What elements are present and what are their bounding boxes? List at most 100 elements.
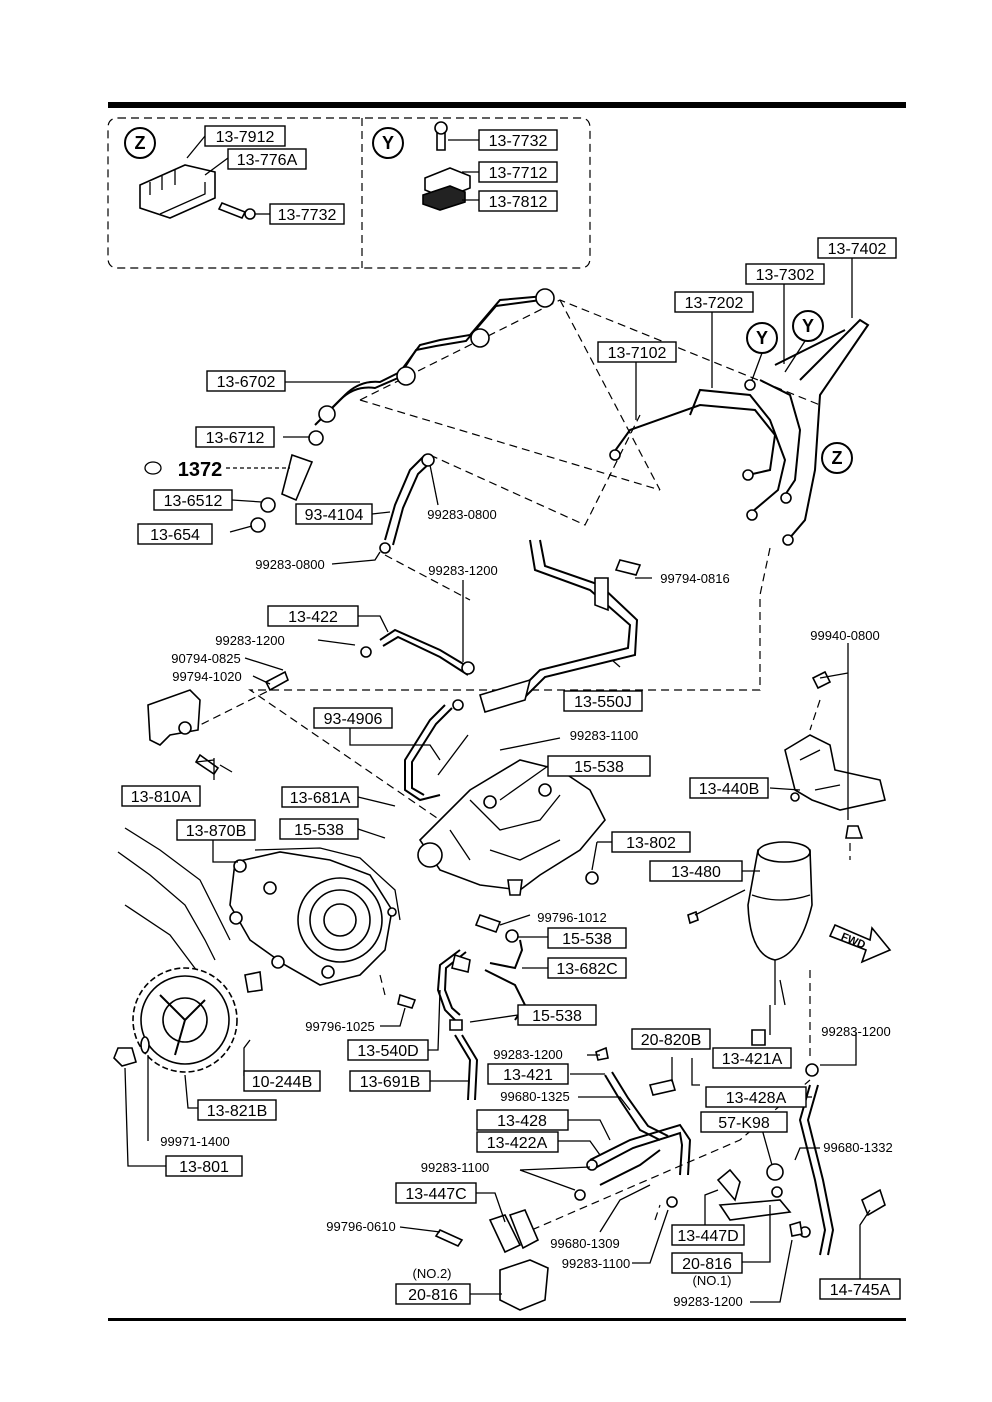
callout-99283-1200-b: 99283-1200 — [215, 633, 284, 648]
callout-13-428: 13-428 — [497, 1113, 547, 1130]
bracket-icon — [499, 1259, 549, 1311]
callout-13-7302: 13-7302 — [756, 267, 815, 284]
callout-99796-1012: 99796-1012 — [537, 910, 606, 925]
timing-case — [113, 827, 417, 1073]
fwd-arrow: FWD — [828, 923, 892, 964]
callout-15-538-b: 15-538 — [294, 822, 344, 839]
callout-99940-0800: 99940-0800 — [810, 628, 879, 643]
callout-99680-1309: 99680-1309 — [550, 1236, 619, 1251]
bolt-icon — [244, 971, 263, 993]
callout-13-691B: 13-691B — [360, 1074, 421, 1091]
bolt-icon — [614, 559, 642, 576]
clamp-icon — [508, 1209, 540, 1250]
inset-z-marker: Z — [135, 133, 146, 153]
view-markers: Y Y Z — [746, 310, 853, 474]
callout-99796-1025: 99796-1025 — [305, 1019, 374, 1034]
callout-99971-1400: 99971-1400 — [160, 1134, 229, 1149]
bracket-440B — [784, 670, 886, 839]
callout-13-6512: 13-6512 — [164, 493, 223, 510]
callout-13-7102: 13-7102 — [608, 345, 667, 362]
callout-13-422A: 13-422A — [487, 1135, 548, 1152]
callout-13-7202: 13-7202 — [685, 295, 744, 312]
callout-57-K98: 57-K98 — [718, 1115, 770, 1132]
bottom-rule — [108, 1318, 906, 1321]
callout-13-550J: 13-550J — [574, 694, 632, 711]
leader-lines — [124, 258, 871, 1303]
callout-99283-1200-a: 99283-1200 — [428, 563, 497, 578]
callout-13-540D: 13-540D — [357, 1043, 418, 1060]
callout-13-422: 13-422 — [288, 609, 338, 626]
y-marker-icon — [372, 127, 404, 159]
callout-15-538-c: 15-538 — [562, 931, 612, 948]
callout-99283-1100-c: 99283-1100 — [562, 1256, 630, 1271]
callouts: 13-7402 13-7302 13-7202 13-7102 13-6702 … — [121, 237, 901, 1309]
callout-93-4104: 93-4104 — [305, 507, 364, 524]
inset-y-part-1: 13-7732 — [489, 133, 548, 150]
bracket-icon — [718, 1199, 792, 1221]
callout-13-447D: 13-447D — [677, 1228, 738, 1245]
callout-10-244B: 10-244B — [252, 1074, 313, 1091]
callout-99794-0816: 99794-0816 — [660, 571, 729, 586]
fwd-label: FWD — [839, 931, 867, 952]
y-marker-icon — [792, 310, 824, 342]
callout-13-7402: 13-7402 — [828, 241, 887, 258]
z-marker-icon — [821, 442, 853, 474]
callout-99283-0800-b: 99283-0800 — [255, 557, 324, 572]
bolt-icon — [397, 993, 417, 1009]
callout-14-745A: 14-745A — [830, 1282, 891, 1299]
z-marker-icon — [124, 127, 156, 159]
callout-15-538-d: 15-538 — [532, 1008, 582, 1025]
insulator-block-icon — [139, 164, 216, 219]
callout-99283-1200-d: 99283-1200 — [493, 1047, 562, 1062]
injection-pump-icon — [418, 759, 606, 891]
injection-pipes — [308, 288, 870, 546]
bolt-icon — [217, 201, 247, 220]
marker-y2: Y — [802, 316, 814, 336]
clamp-icon — [488, 1214, 522, 1254]
callout-13-480: 13-480 — [671, 864, 721, 881]
fuel-hoses — [436, 913, 886, 1256]
nut-icon — [113, 1047, 137, 1067]
callout-20-816-a: 20-816 — [682, 1256, 732, 1273]
callout-99283-0800-a: 99283-0800 — [427, 507, 496, 522]
callout-20-816-b: 20-816 — [408, 1287, 458, 1304]
callout-93-4906: 93-4906 — [324, 711, 383, 728]
bracket-icon — [147, 689, 201, 746]
clamp-base-icon — [422, 185, 466, 211]
fwd-arrow-icon — [828, 923, 892, 964]
bracket-810A — [147, 670, 289, 776]
inset-y-part-3: 13-7812 — [489, 194, 548, 211]
callout-99680-1325: 99680-1325 — [500, 1089, 569, 1104]
callout-13-421A: 13-421A — [722, 1051, 783, 1068]
connector-icon — [648, 1079, 677, 1096]
callout-13-802: 13-802 — [626, 835, 676, 852]
inset-z-part-1: 13-7912 — [216, 129, 275, 146]
inset-y: Y 13-7732 13-7712 13-7812 — [372, 121, 558, 212]
inset-z-part-3: 13-7732 — [278, 207, 337, 224]
injector-icon — [281, 453, 314, 502]
callout-13-440B: 13-440B — [699, 781, 760, 798]
leak-pipe — [360, 539, 642, 802]
callout-13-6712: 13-6712 — [206, 430, 265, 447]
inset-y-marker: Y — [382, 133, 394, 153]
clamps — [434, 1046, 803, 1311]
injector-parts — [144, 453, 435, 554]
callout-90794-0825: 90794-0825 — [171, 651, 240, 666]
callout-99283-1100-a: 99283-1100 — [570, 728, 638, 743]
marker-y1: Y — [756, 328, 768, 348]
callout-15-538-a: 15-538 — [574, 759, 624, 776]
callout-13-682C: 13-682C — [556, 961, 617, 978]
inset-panels — [107, 117, 591, 269]
bolt-icon — [194, 753, 220, 776]
callout-no2: (NO.2) — [413, 1266, 452, 1281]
callout-13-810A: 13-810A — [131, 789, 192, 806]
callout-13-654: 13-654 — [150, 527, 200, 544]
callout-1372: 1372 — [178, 459, 223, 481]
injection-pump — [417, 759, 606, 896]
callout-99794-1020: 99794-1020 — [172, 669, 241, 684]
inset-y-part-2: 13-7712 — [489, 165, 548, 182]
bolt-icon — [434, 1228, 464, 1248]
callout-13-6702: 13-6702 — [217, 374, 276, 391]
inset-z: Z 13-7912 13-776A 13-7732 — [124, 125, 345, 225]
